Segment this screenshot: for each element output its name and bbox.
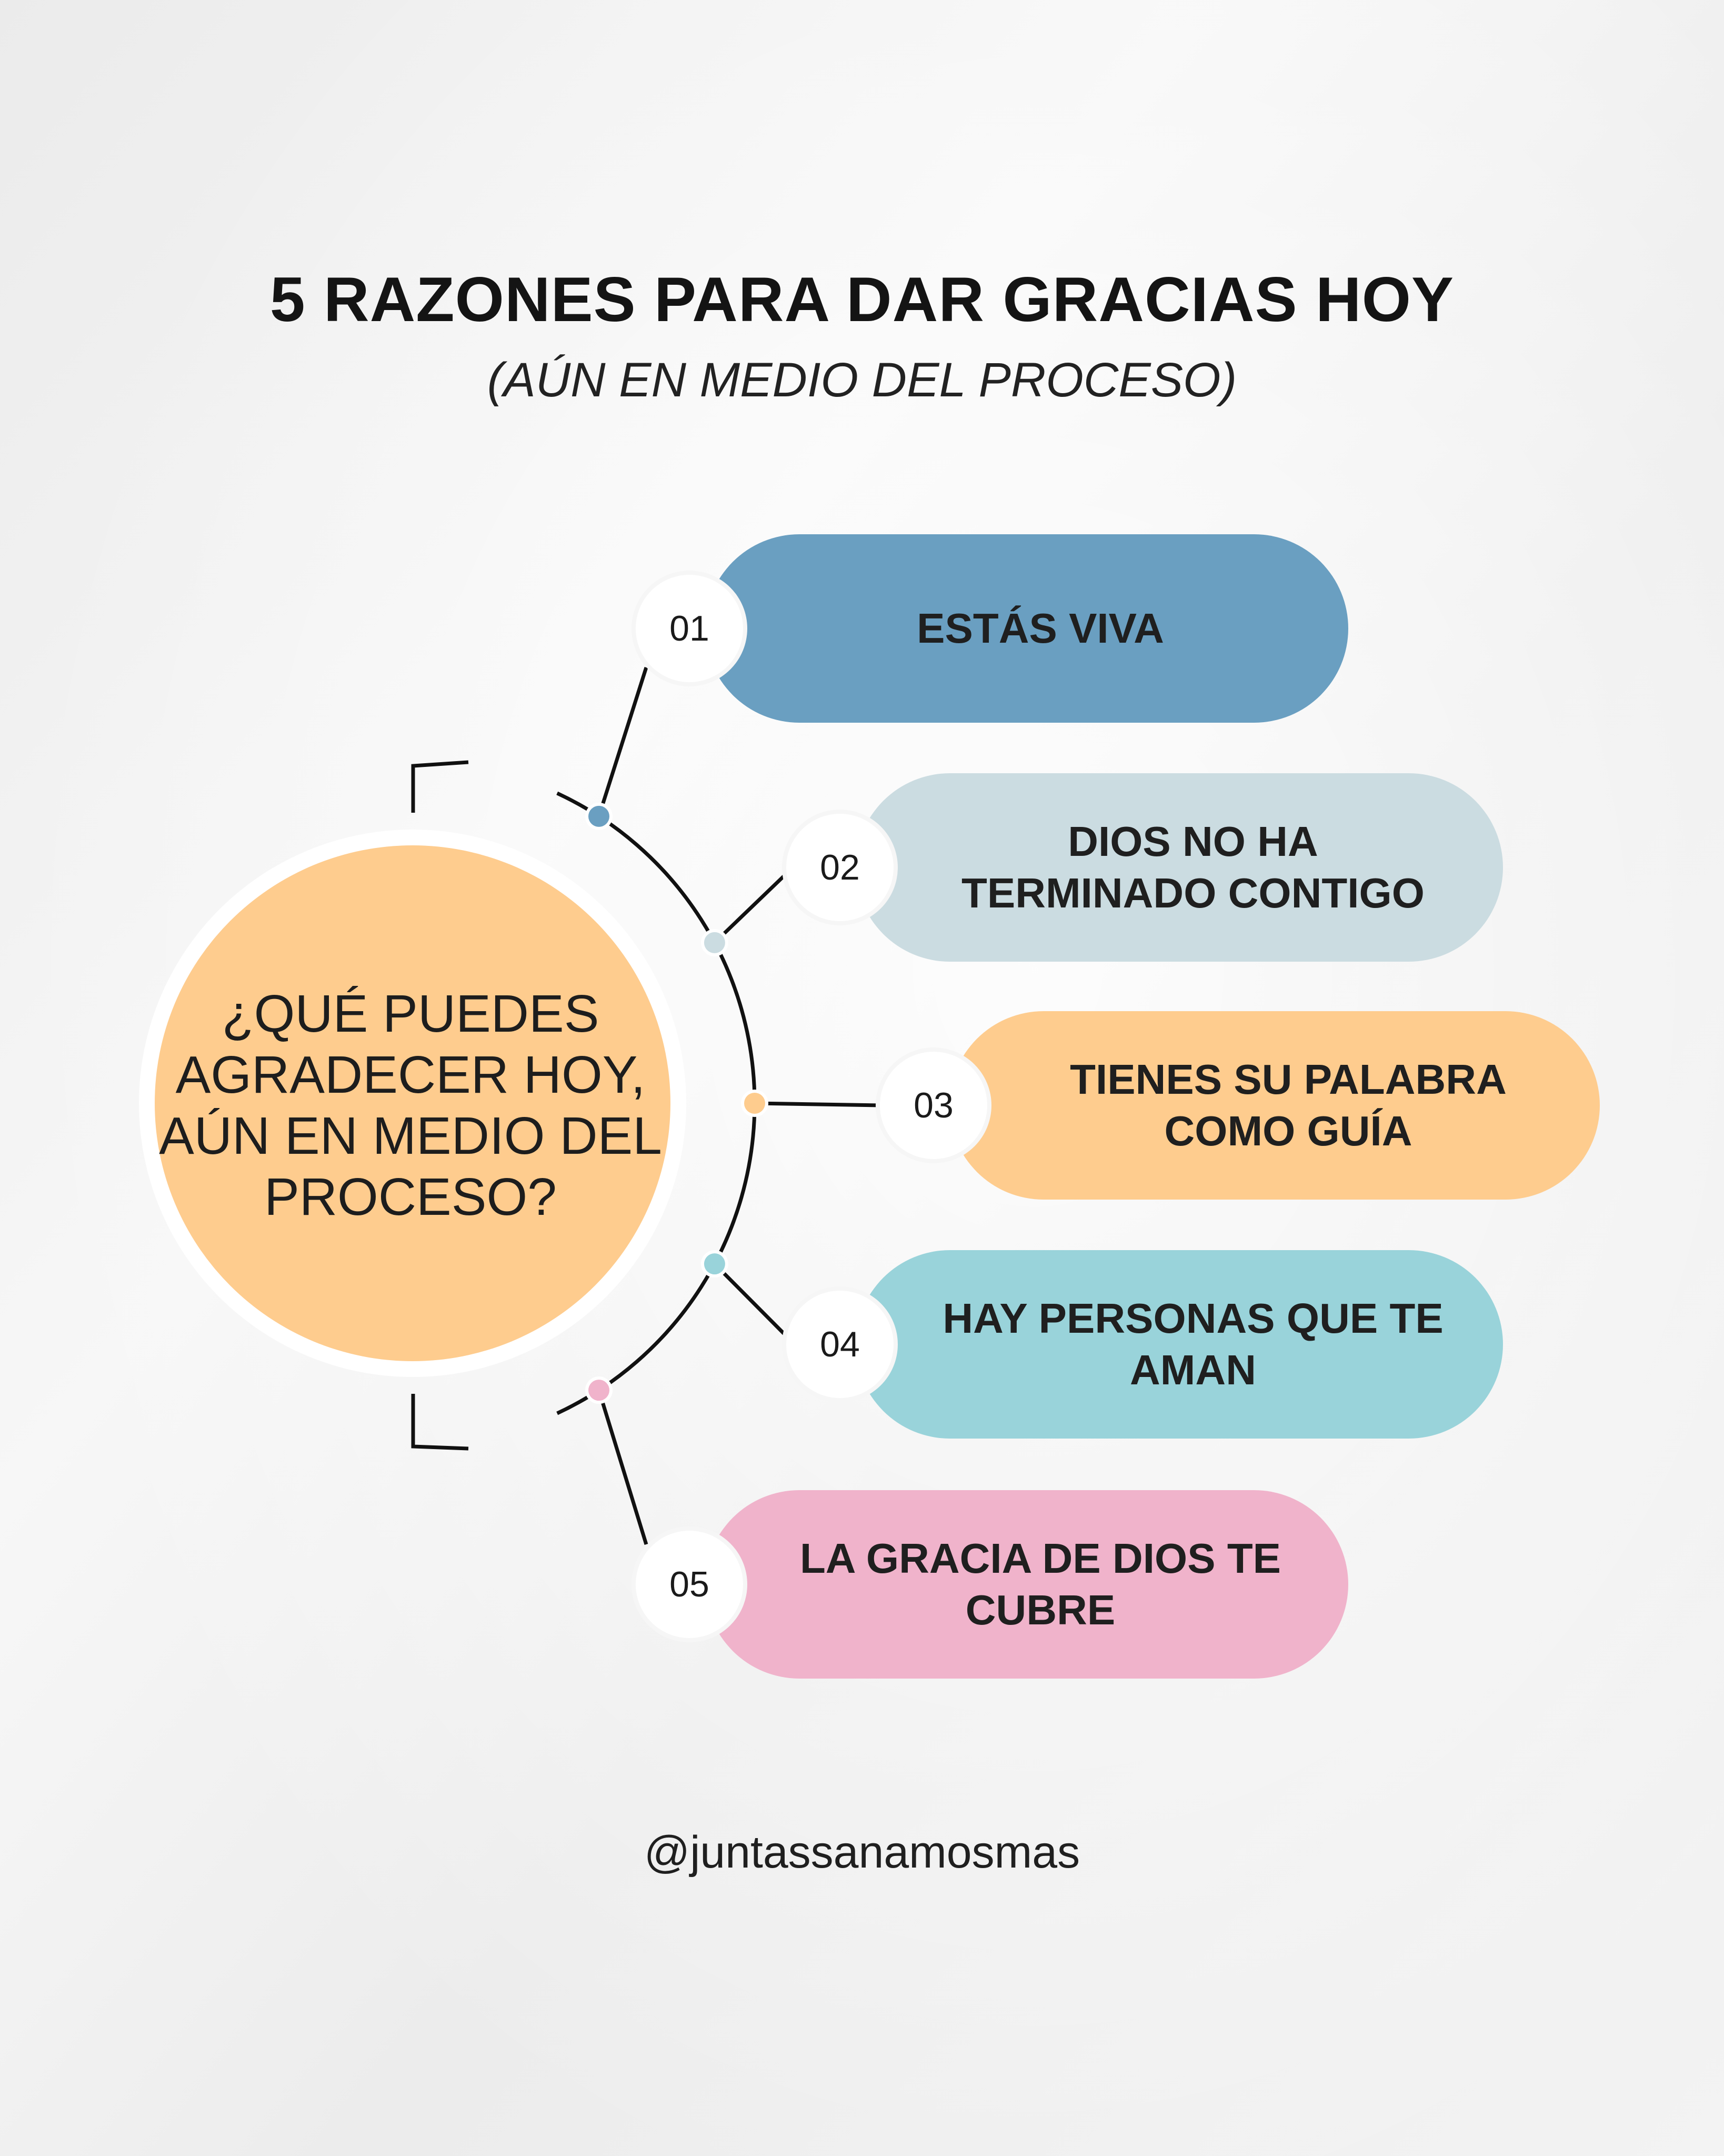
number-circle-04	[786, 1291, 894, 1398]
dot-05	[588, 1380, 610, 1401]
connector-line-01	[597, 666, 648, 817]
item-label-05: LA GRACIA DE DIOS TE CUBRE	[799, 1535, 1281, 1633]
item-label-03: TIENES SU PALABRA COMO GUÍA	[1070, 1056, 1507, 1154]
connector-line-02	[713, 873, 787, 944]
bottom-bracket	[411, 1394, 469, 1451]
top-bracket	[411, 760, 469, 813]
dot-02	[704, 932, 725, 953]
item-number-01: 01	[669, 608, 709, 648]
center-question: ¿QUÉ PUEDES AGRADECER HOY, AÚN EN MEDIO …	[159, 984, 662, 1226]
item-number-02: 02	[820, 847, 860, 887]
dot-04	[704, 1253, 725, 1275]
dot-03	[744, 1093, 765, 1114]
center-circle	[155, 845, 670, 1361]
connector-line-03	[754, 1101, 883, 1107]
pill-05	[705, 1490, 1348, 1679]
connector-line-04	[713, 1262, 787, 1336]
item-label-02: DIOS NO HA TERMINADO CONTIGO	[961, 818, 1425, 916]
page-subtitle: (AÚN EN MEDIO DEL PROCESO)	[487, 353, 1237, 407]
number-circle-05	[636, 1531, 743, 1638]
number-circle-02	[786, 814, 894, 921]
connector-line-05	[597, 1390, 648, 1545]
number-circle-03	[880, 1052, 987, 1159]
dot-01	[588, 805, 610, 827]
item-number-05: 05	[669, 1564, 709, 1604]
item-number-03: 03	[914, 1085, 954, 1125]
pill-01	[705, 534, 1348, 723]
item-number-04: 04	[820, 1324, 860, 1364]
pill-04	[856, 1250, 1503, 1439]
social-handle: @juntassanamosmas	[644, 1827, 1080, 1878]
item-label-04: HAY PERSONAS QUE TE AMAN	[943, 1295, 1444, 1393]
number-circle-01	[636, 575, 743, 682]
item-label-01: ESTÁS VIVA	[917, 605, 1164, 652]
pill-03	[949, 1011, 1600, 1200]
page-title: 5 RAZONES PARA DAR GRACIAS HOY	[269, 264, 1455, 335]
pill-02	[856, 773, 1503, 962]
